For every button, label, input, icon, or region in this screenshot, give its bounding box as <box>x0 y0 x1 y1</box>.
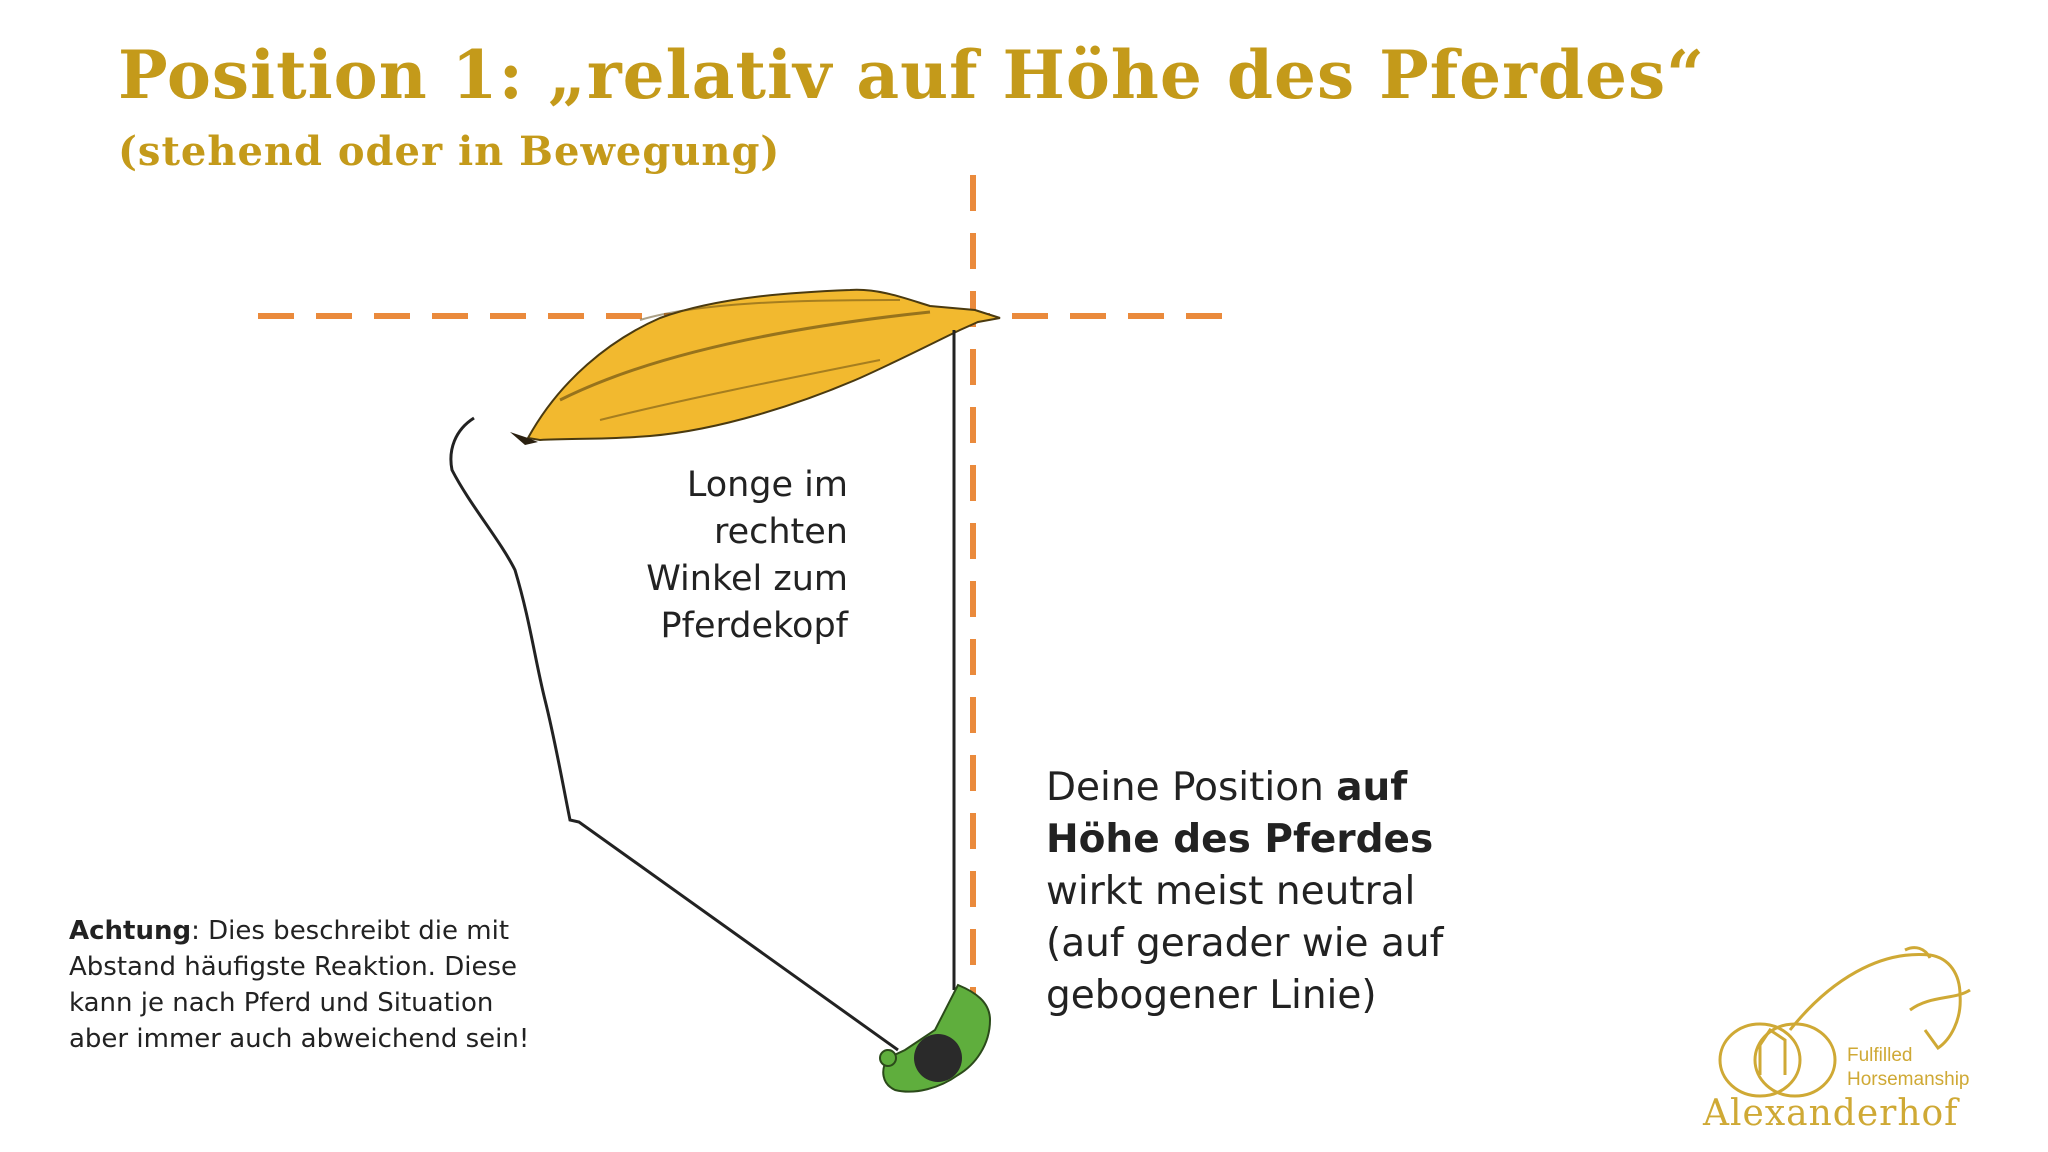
position-description: Deine Position auf Höhe des Pferdes wirk… <box>1046 762 1443 1022</box>
attention-note: Achtung: Dies beschreibt die mit Abstand… <box>69 913 529 1057</box>
position-line: wirkt meist neutral <box>1046 869 1416 914</box>
position-bold-text: auf <box>1336 765 1408 810</box>
whip-line <box>449 416 899 1052</box>
alexanderhof-logo-emblem <box>1718 946 1971 1098</box>
page-subtitle: (stehend oder in Bewegung) <box>118 128 781 175</box>
position-line: (auf gerader wie auf <box>1046 921 1444 966</box>
longe-label: Longe im rechten Winkel zum Pferdekopf <box>646 462 848 650</box>
note-line: Achtung: Dies beschreibt die mit <box>69 913 529 949</box>
note-text: : Dies beschreibt die mit <box>191 916 510 946</box>
logo-tagline: Fulfilled Horsemanship <box>1847 1044 1970 1092</box>
note-label: Achtung <box>69 916 192 946</box>
position-line: Höhe des Pferdes <box>1046 814 1443 866</box>
longe-label-line: rechten <box>713 512 848 552</box>
position-line: Deine Position auf <box>1046 762 1443 814</box>
logo-tagline-line: Fulfilled <box>1847 1045 1913 1066</box>
longe-label-line: Pferdekopf <box>660 606 848 646</box>
position-text-part: Deine Position <box>1046 765 1337 810</box>
note-line: aber immer auch abweichend sein! <box>69 1024 530 1054</box>
longe-label-line: Winkel zum <box>646 559 848 599</box>
page-title: Position 1: „relativ auf Höhe des Pferde… <box>118 36 1706 114</box>
note-line: kann je nach Pferd und Situation <box>69 988 494 1018</box>
longe-label-line: Longe im <box>686 465 848 505</box>
position-bold-text: Höhe des Pferdes <box>1046 817 1434 862</box>
logo-name: Alexanderhof <box>1703 1093 1959 1134</box>
logo-tagline-line: Horsemanship <box>1847 1069 1970 1090</box>
person-top-view <box>879 983 992 1093</box>
horse-top-view <box>510 288 1001 445</box>
position-line: gebogener Linie) <box>1046 973 1377 1018</box>
note-line: Abstand häufigste Reaktion. Diese <box>69 952 517 982</box>
